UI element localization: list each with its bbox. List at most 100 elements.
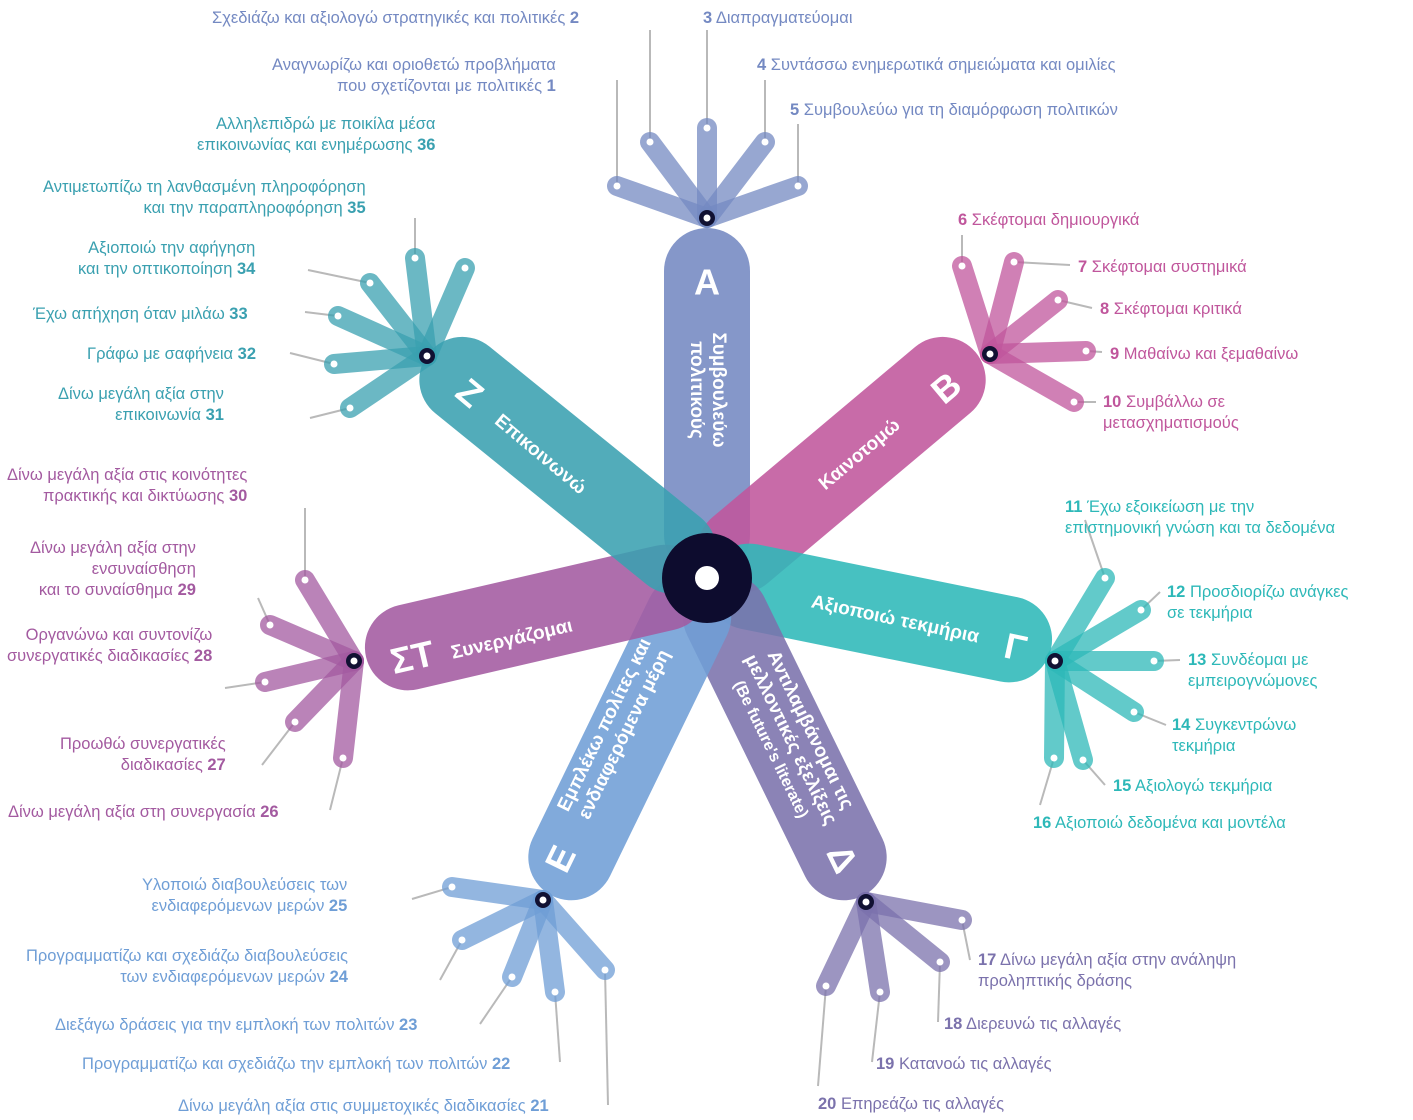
finger-dot-D-0: [958, 916, 966, 924]
finger-dot-E-1: [458, 936, 466, 944]
competency-text: Προωθώ συνεργατικές διαδικασίες: [60, 735, 226, 774]
finger-hub-dot-G: [1051, 657, 1059, 665]
competency-number: 16: [1033, 814, 1052, 832]
competency-label: Διεξάγω δράσεις για την εμπλοκή των πολι…: [55, 1015, 417, 1036]
competency-number: 34: [237, 260, 256, 278]
competency-label: Υλοποιώ διαβουλεύσεις των ενδιαφερόμενων…: [142, 875, 347, 917]
competency-label: 5 Συμβουλεύω για τη διαμόρφωση πολιτικών: [790, 100, 1118, 121]
competency-number: 23: [399, 1016, 418, 1034]
competency-number: 25: [328, 897, 348, 915]
competency-label: 8 Σκέφτομαι κριτικά: [1100, 299, 1242, 320]
competency-label: Προγραμματίζω και σχεδιάζω την εμπλοκή τ…: [82, 1054, 510, 1075]
competency-text: Αντιμετωπίζω τη λανθασμένη πληροφόρηση κ…: [43, 178, 366, 217]
competency-label: 6 Σκέφτομαι δημιουργικά: [958, 210, 1139, 231]
finger-dot-G-2: [1150, 657, 1158, 665]
finger-dot-A-4: [794, 182, 802, 190]
competency-number: 18: [944, 1015, 963, 1033]
finger-dot-ST-4: [339, 754, 347, 762]
competency-label: Έχω απήχηση όταν μιλάω 33: [33, 304, 248, 325]
finger-dot-Z-0: [334, 312, 342, 320]
competency-text: Οργανώνω και συντονίζω συνεργατικές διαδ…: [7, 626, 213, 665]
competency-label: Αναγνωρίζω και οριοθετώ προβλήματα που σ…: [272, 55, 556, 97]
competency-label: Δίνω μεγάλη αξία στην επικοινωνία 31: [58, 384, 224, 426]
competency-label: Προγραμματίζω και σχεδιάζω διαβουλεύσεις…: [26, 946, 348, 988]
competency-number: 14: [1172, 716, 1191, 734]
finger-hub-dot-B: [986, 350, 994, 358]
competency-label: Δίνω μεγάλη αξία στις συμμετοχικές διαδι…: [178, 1096, 549, 1117]
finger-dot-A-3: [761, 138, 769, 146]
finger-Z-2: [340, 346, 437, 418]
center-dot: [695, 566, 719, 590]
finger-hub-dot-ST: [350, 657, 358, 665]
competency-number: 12: [1167, 583, 1186, 601]
competency-text: Κατανοώ τις αλλαγές: [898, 1055, 1052, 1073]
competency-label: 10 Συμβάλλω σε μετασχηματισμούς: [1103, 392, 1239, 434]
competency-number: 4: [757, 56, 767, 74]
competency-label: 9 Μαθαίνω και ξεμαθαίνω: [1110, 344, 1298, 365]
arm-body-D: [682, 573, 887, 901]
competency-label: Αξιοποιώ την αφήγηση και την οπτικοποίησ…: [78, 238, 255, 280]
competency-number: 2: [569, 9, 580, 27]
competency-number: 28: [193, 647, 213, 665]
finger-dot-B-0: [958, 262, 966, 270]
finger-dot-B-3: [1082, 347, 1090, 355]
arm-A: [664, 228, 750, 578]
competency-number: 36: [417, 136, 436, 154]
finger-dot-E-3: [551, 988, 559, 996]
competency-text: Συμβουλεύω για τη διαμόρφωση πολιτικών: [803, 101, 1118, 119]
competency-text: Έχω απήχηση όταν μιλάω: [33, 305, 225, 323]
finger-E-1: [452, 890, 553, 950]
competency-label: Δίνω μεγάλη αξία στη συνεργασία 26: [8, 802, 279, 823]
competency-text: Αναγνωρίζω και οριοθετώ προβλήματα που σ…: [272, 56, 556, 95]
hub: [662, 533, 752, 623]
competency-number: 11: [1065, 498, 1083, 516]
finger-dot-ST-1: [266, 621, 274, 629]
competency-label: Αλληλεπιδρώ με ποικίλα μέσα επικοινωνίας…: [197, 114, 435, 156]
competency-text: Δίνω μεγάλη αξία στην ενσυναίσθηση και τ…: [30, 539, 196, 599]
competency-number: 7: [1078, 258, 1088, 276]
fingers: [255, 118, 1164, 1002]
competency-label: 11 Έχω εξοικείωση με την επιστημονική γν…: [1065, 497, 1335, 539]
competency-label: Γράφω με σαφήνεια 32: [87, 344, 256, 365]
finger-dot-G-5: [1050, 754, 1058, 762]
competency-label: Αντιμετωπίζω τη λανθασμένη πληροφόρηση κ…: [43, 177, 366, 219]
competency-text: Έχω εξοικείωση με την επιστημονική γνώση…: [1065, 498, 1336, 537]
competency-number: 1: [546, 77, 556, 95]
competency-number: 21: [530, 1097, 549, 1115]
finger-B-4: [980, 344, 1084, 412]
competency-number: 22: [492, 1055, 511, 1073]
leader-line: [817, 985, 827, 1087]
competency-number: 17: [978, 951, 997, 969]
competency-label: Οργανώνω και συντονίζω συνεργατικές διαδ…: [7, 625, 212, 667]
competency-text: Σκέφτομαι δημιουργικά: [971, 211, 1140, 229]
competency-number: 15: [1113, 777, 1132, 795]
arm-ST: [364, 544, 709, 691]
finger-dot-D-1: [936, 958, 944, 966]
arm-B: [696, 336, 986, 594]
competency-text: Προγραμματίζω και σχεδιάζω διαβουλεύσεις…: [26, 947, 348, 986]
competency-label: 20 Επηρεάζω τις αλλαγές: [818, 1094, 1004, 1115]
arm-body-Z: [419, 336, 717, 594]
competency-number: 26: [260, 803, 279, 821]
competency-text: Δίνω μεγάλη αξία στη συνεργασία: [8, 803, 256, 821]
finger-dot-E-2: [508, 973, 516, 981]
competency-number: 32: [237, 345, 256, 363]
competency-number: 13: [1188, 651, 1207, 669]
finger-hub-dot-A: [703, 214, 711, 222]
competency-number: 29: [177, 581, 196, 599]
finger-hub-dot-D: [862, 898, 870, 906]
finger-dot-A-1: [646, 138, 654, 146]
finger-hub-dot-E: [539, 896, 547, 904]
arm-title-A-0: Συμβουλεύω: [708, 332, 729, 447]
finger-dot-G-3: [1130, 708, 1138, 716]
competency-number: 3: [703, 9, 713, 27]
arm-Z: [419, 336, 717, 594]
arm-E: [528, 573, 732, 901]
competency-number: 33: [229, 305, 248, 323]
finger-ST-4: [333, 651, 364, 768]
finger-dot-G-4: [1079, 756, 1087, 764]
finger-dot-G-1: [1137, 606, 1145, 614]
competency-text: Διερευνώ τις αλλαγές: [966, 1015, 1122, 1033]
leader-line: [871, 991, 881, 1063]
